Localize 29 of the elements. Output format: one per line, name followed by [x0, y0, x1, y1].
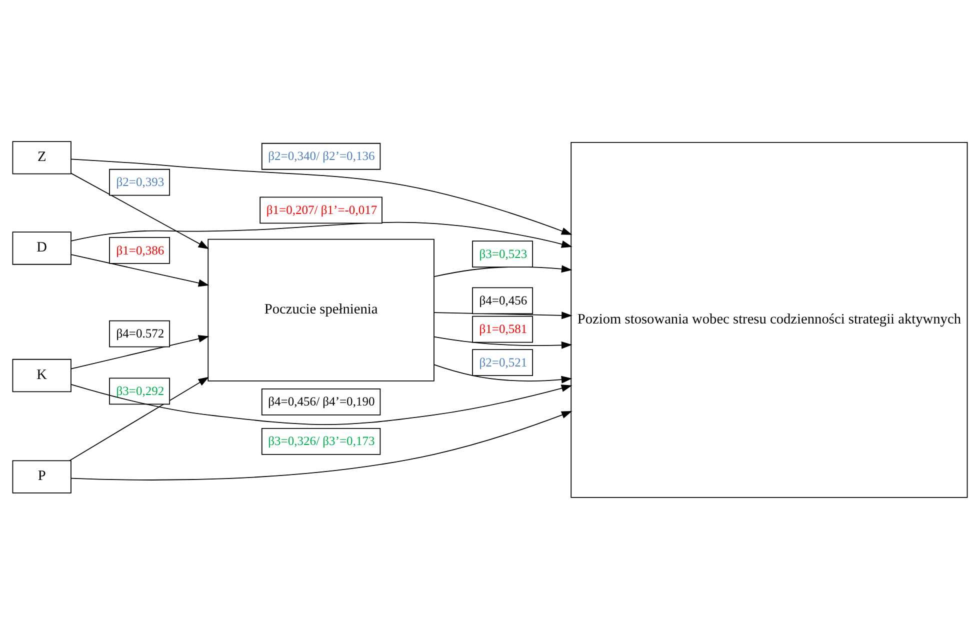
arrow: [434, 364, 572, 384]
node-box: Poziom stosowania wobec stresu codzienności strategii aktywnych: [570, 142, 968, 498]
arrow: [70, 158, 572, 235]
arrow: [434, 265, 572, 278]
edge-label: β2=0,393: [116, 175, 164, 190]
arrow: [70, 411, 572, 480]
node-box: P: [12, 460, 72, 494]
edge-label: β3=0,292: [116, 384, 164, 398]
node-box: K: [12, 358, 72, 392]
node-box: Z: [12, 141, 72, 174]
edge-label: β1=0,207/ β1’=-0,017: [266, 202, 378, 217]
edge-label: β4=0,456: [479, 293, 528, 308]
edge-label: β4=0,456/ β4’=0,190: [268, 394, 375, 409]
arrow: [70, 254, 210, 287]
node-box: Poczucie spełnienia: [208, 238, 434, 382]
edge-label: β1=0,581: [479, 322, 528, 336]
arrow: [70, 222, 572, 248]
edge-label: β2=0,340/ β2’=0,136: [268, 149, 375, 164]
arrow: [70, 335, 210, 370]
edge-label: β4=0.572: [116, 326, 164, 341]
edge-label: β1=0,386: [116, 243, 164, 258]
arrow: [70, 384, 572, 425]
edge-label: β3=0,326/ β3’=0,173: [268, 434, 375, 448]
arrow: [434, 312, 572, 320]
node-box: D: [12, 232, 72, 265]
arrow: [70, 172, 210, 250]
edge-label: β2=0,521: [479, 355, 528, 370]
arrow: [434, 336, 572, 349]
edge-label: β3=0,523: [479, 246, 528, 261]
